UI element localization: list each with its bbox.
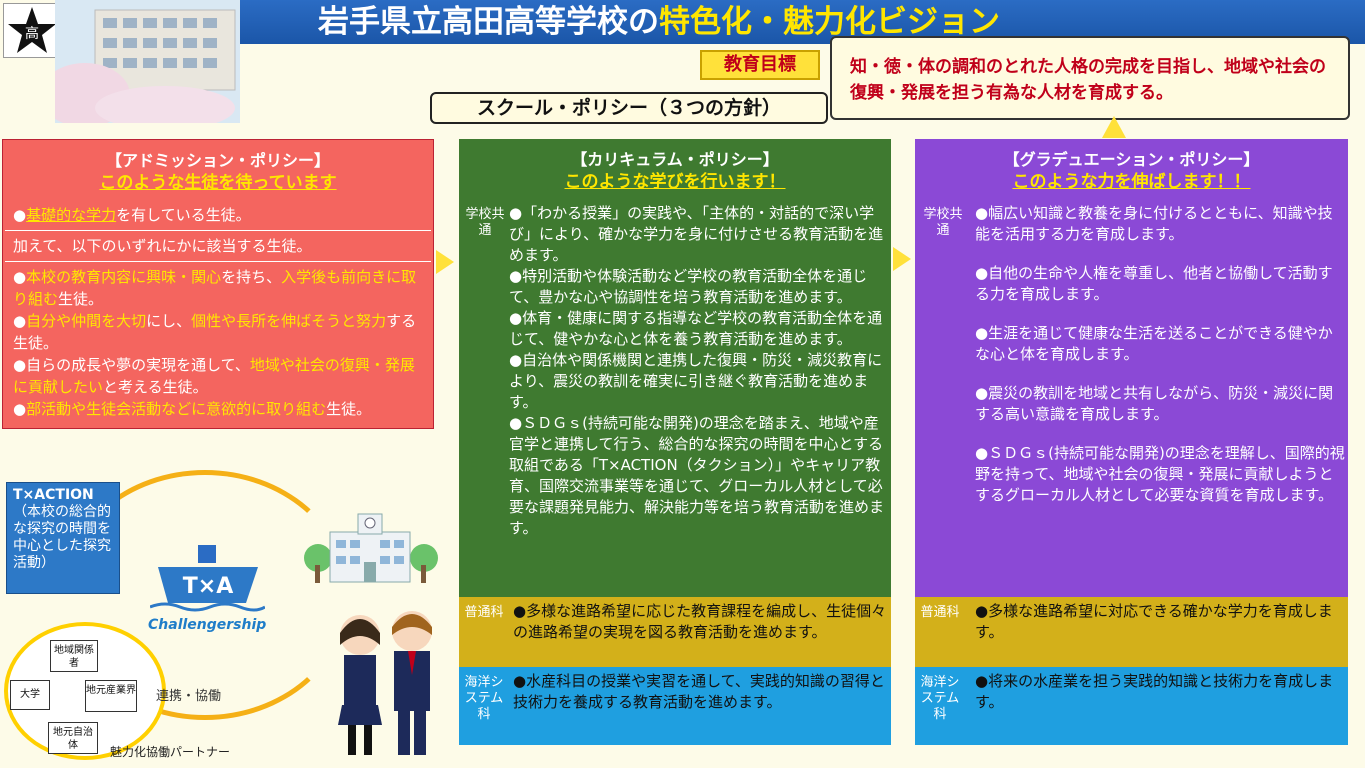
admission-highlight: 本校の教育内容に興味・関心 xyxy=(26,268,222,286)
curriculum-ordinary-tag: 普通科 xyxy=(464,605,504,620)
admission-note: 加えて、以下のいずれにかに該当する生徒。 xyxy=(13,237,312,255)
policy-item: ●自他の生命や人権を尊重し、他者と協働して活動する力を育成します。 xyxy=(975,264,1333,303)
admission-first-highlight: 基礎的な学力 xyxy=(26,206,117,224)
curriculum-subheading: このような学びを行います！ xyxy=(564,172,786,192)
policy-item: ●体育・健康に関する指導など学校の教育活動全体を通じて、健やかな心と体を養う教育… xyxy=(509,309,883,348)
graduation-marine-text: ●将来の水産業を担う実践的知識と技術力を育成します。 xyxy=(975,672,1334,711)
admission-item: ●自らの成長や夢の実現を通して、地域や社会の復興・発展に貢献したいと考える生徒。 xyxy=(13,354,423,398)
admission-text: 生徒。 xyxy=(326,400,372,418)
admission-list: ●本校の教育内容に興味・関心を持ち、入学後も前向きに取り組む生徒。●自分や仲間を… xyxy=(13,266,423,420)
admission-highlight: 自分や仲間を大切 xyxy=(26,312,147,330)
policy-item: ●「わかる授業」の実践や、「主体的・対話的で深い学び」により、確かな学力を身に付… xyxy=(509,204,884,264)
admission-text: ● xyxy=(13,268,27,286)
divider xyxy=(5,230,431,231)
admission-text: ●自らの成長や夢の実現を通して、 xyxy=(13,356,250,374)
curriculum-ordinary: 普通科 ●多様な進路希望に応じた教育課程を編成し、生徒個々の進路希望の実現を図る… xyxy=(459,597,891,667)
graduation-marine: 海洋システム科 ●将来の水産業を担う実践的知識と技術力を育成します。 xyxy=(915,667,1348,745)
arrow-right-icon xyxy=(893,247,911,271)
curriculum-common-list: ●「わかる授業」の実践や、「主体的・対話的で深い学び」により、確かな学力を身に付… xyxy=(509,203,889,539)
ship-illustration: T×A xyxy=(149,545,266,615)
school-photo xyxy=(55,0,240,123)
cooperation-label: 連携・協働 xyxy=(156,689,222,704)
arrow-right-icon xyxy=(436,250,454,274)
curriculum-heading: 【カリキュラム・ポリシー】 xyxy=(571,150,779,169)
policy-item: ●生涯を通じて健康な生活を送ることができる健やかな心と体を育成します。 xyxy=(975,324,1333,363)
admission-highlight: 地域や社会の復興・発展に貢献したい xyxy=(13,356,415,396)
graduation-marine-tag: 海洋システム科 xyxy=(920,675,960,722)
admission-text: する生徒。 xyxy=(13,312,417,352)
admission-heading: 【アドミッション・ポリシー】 xyxy=(105,151,330,170)
admission-text: を持ち、 xyxy=(221,268,282,286)
school-logo: 高 xyxy=(3,3,60,58)
graduation-ordinary-tag: 普通科 xyxy=(920,605,960,620)
curriculum-marine-tag: 海洋システム科 xyxy=(464,675,504,722)
admission-policy: 【アドミッション・ポリシー】 このような生徒を待っています ●基礎的な学力を有し… xyxy=(2,139,434,429)
admission-text: にし、 xyxy=(146,312,192,330)
admission-highlight: 個性や長所を伸ばそうと努力 xyxy=(191,312,387,330)
graduation-header: 【グラデュエーション・ポリシー】 このような力を伸ばします！！ xyxy=(915,139,1348,199)
ship-label: T×A xyxy=(183,574,233,599)
school-building-icon xyxy=(300,510,440,585)
goal-arrow xyxy=(1102,116,1126,138)
graduation-common-tag: 学校共通 xyxy=(923,207,963,238)
admission-item: ●部活動や生徒会活動などに意欲的に取り組む生徒。 xyxy=(13,398,423,420)
curriculum-marine: 海洋システム科 ●水産科目の授業や実習を通して、実践的知識の習得と技術力を養成す… xyxy=(459,667,891,745)
policy-item: ●震災の教訓を地域と共有しながら、防災・減災に関する高い意識を育成します。 xyxy=(975,384,1334,423)
partner-community: 地域関係者 xyxy=(50,640,98,672)
students-illustration xyxy=(320,605,450,765)
policy-item: ●幅広い知識と教養を身に付けるとともに、知識や技能を活用する力を育成します。 xyxy=(975,204,1333,243)
goal-label: 教育目標 xyxy=(700,50,820,80)
policy-item: ●ＳＤＧｓ(持続可能な開発)の理念を理解し、国際的視野を持って、地域や社会の復興… xyxy=(975,444,1345,504)
curriculum-marine-text: ●水産科目の授業や実習を通して、実践的知識の習得と技術力を養成する教育活動を進め… xyxy=(513,672,885,711)
curriculum-ordinary-text: ●多様な進路希望に応じた教育課程を編成し、生徒個々の進路希望の実現を図る教育活動… xyxy=(513,602,887,641)
admission-text: ● xyxy=(13,400,27,418)
logo-letter: 高 xyxy=(25,25,39,42)
graduation-subheading: このような力を伸ばします！！ xyxy=(1012,172,1251,192)
bullet: ● xyxy=(13,206,27,224)
cycle-arrow-icon xyxy=(60,470,350,720)
page-title: 岩手県立高田高等学校の特色化・魅力化ビジョン xyxy=(240,0,1365,44)
admission-subheading: このような生徒を待っています xyxy=(99,173,337,193)
graduation-common-list: ●幅広い知識と教養を身に付けるとともに、知識や技能を活用する力を育成します。 ●自… xyxy=(975,203,1345,524)
graduation-ordinary-text: ●多様な進路希望に対応できる確かな学力を育成します。 xyxy=(975,602,1333,641)
admission-first-rest: を有している生徒。 xyxy=(116,206,251,224)
partner-industry: 地元産業界 xyxy=(85,680,137,712)
policy-item: ●特別活動や体験活動など学校の教育活動全体を通じて、豊かな心や協調性を培う教育活… xyxy=(509,267,868,306)
taction-desc: （本校の総合的な探究の時間を中心とした探究活動） xyxy=(13,504,111,571)
policy-item: ●ＳＤＧｓ(持続可能な開発)の理念を踏まえ、地域や産官学と連携して行う、総合的な… xyxy=(509,414,885,537)
admission-highlight: 部活動や生徒会活動などに意欲的に取り組む xyxy=(26,400,327,418)
policy-label: スクール・ポリシー（３つの方針） xyxy=(430,92,828,124)
admission-text: 生徒。 xyxy=(58,290,104,308)
divider xyxy=(5,261,431,262)
admission-body: ●基礎的な学力を有している生徒。 加えて、以下のいずれにかに該当する生徒。 ●本… xyxy=(5,200,431,424)
curriculum-common-tag: 学校共通 xyxy=(465,207,505,238)
admission-text: ● xyxy=(13,312,27,330)
admission-first-item: ●基礎的な学力を有している生徒。 xyxy=(13,204,423,226)
admission-header: 【アドミッション・ポリシー】 このような生徒を待っています xyxy=(3,140,433,200)
admission-item: ●自分や仲間を大切にし、個性や長所を伸ばそうと努力する生徒。 xyxy=(13,310,423,354)
admission-highlight: 入学後も前向きに取り組む xyxy=(13,268,417,308)
partner-government: 地元自治体 xyxy=(48,722,98,754)
partner-university: 大学 xyxy=(10,680,50,710)
admission-item: ●本校の教育内容に興味・関心を持ち、入学後も前向きに取り組む生徒。 xyxy=(13,266,423,310)
goal-text: 知・徳・体の調和のとれた人格の完成を目指し、地域や社会の復興・発展を担う有為な人… xyxy=(830,36,1350,120)
policy-item: ●自治体や関係機関と連携した復興・防災・減災教育により、震災の教訓を確実に引き継… xyxy=(509,351,883,411)
title-main: 岩手県立高田高等学校の xyxy=(318,4,659,40)
curriculum-header: 【カリキュラム・ポリシー】 このような学びを行います！ xyxy=(459,139,891,199)
graduation-ordinary: 普通科 ●多様な進路希望に対応できる確かな学力を育成します。 xyxy=(915,597,1348,667)
title-highlight: 特色化・魅力化ビジョン xyxy=(659,4,1000,40)
graduation-heading: 【グラデュエーション・ポリシー】 xyxy=(1003,150,1260,169)
partner-label: 魅力化協働パートナー xyxy=(110,745,231,759)
taction-title: T×ACTION xyxy=(13,487,94,503)
challengership-label: Challengership xyxy=(148,617,267,633)
admission-text: と考える生徒。 xyxy=(103,378,208,396)
taction-callout: T×ACTION （本校の総合的な探究の時間を中心とした探究活動） xyxy=(6,482,120,594)
